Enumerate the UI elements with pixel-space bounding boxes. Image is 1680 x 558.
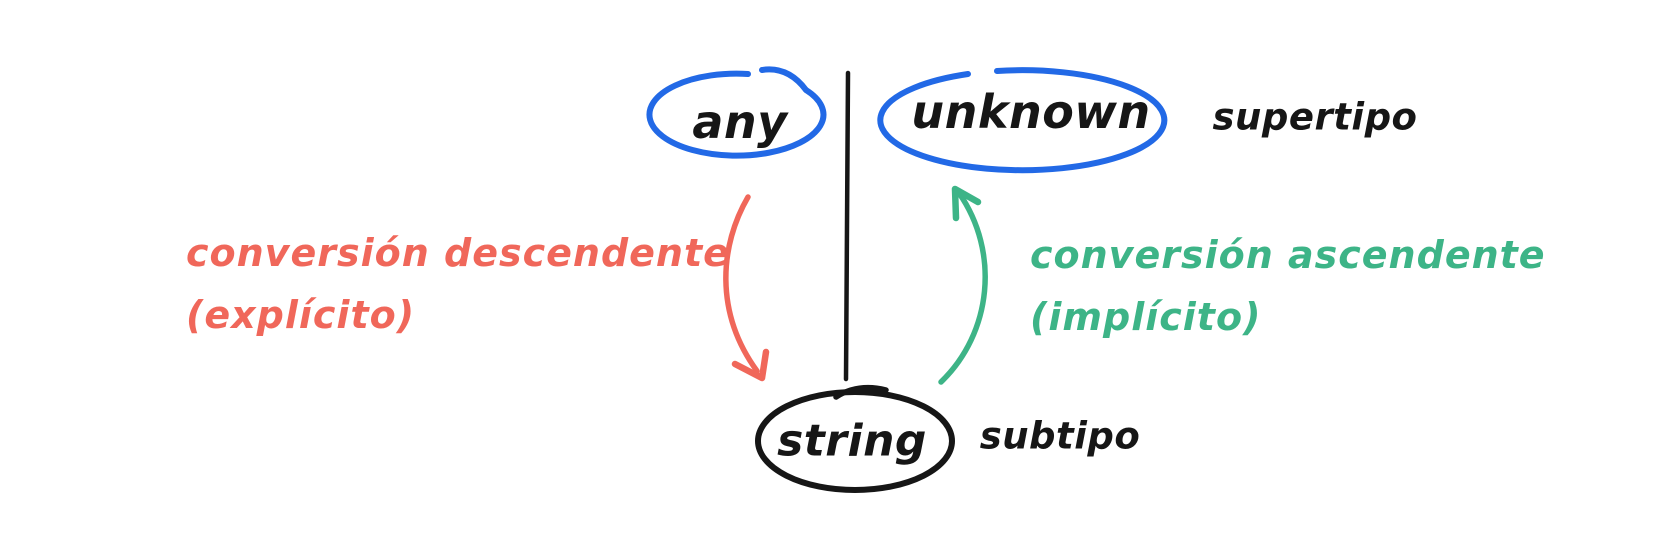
downcast-annotation-line2: (explícito) xyxy=(186,293,416,337)
node-any-label: any xyxy=(692,95,788,149)
upcast-annotation: conversión ascendente (implícito) xyxy=(1030,224,1546,348)
unknown-circle xyxy=(877,67,1168,174)
downcast-annotation-line1: conversión descendente xyxy=(186,231,730,275)
upcast-arrowhead-icon xyxy=(951,185,982,222)
any-circle xyxy=(646,70,827,159)
node-unknown-label: unknown xyxy=(911,85,1151,139)
downcast-annotation: conversión descendente (explícito) xyxy=(186,222,730,346)
any-circle-overshoot xyxy=(759,66,809,93)
upcast-arrow xyxy=(938,190,988,385)
hierarchy-divider-line xyxy=(843,70,851,382)
string-circle-overlap xyxy=(833,384,889,400)
downcast-arrow xyxy=(723,194,760,374)
downcast-arrowhead-icon xyxy=(731,348,770,382)
node-string-label: string xyxy=(777,415,927,467)
string-circle xyxy=(755,389,955,493)
subtype-role-label: subtipo xyxy=(979,414,1141,458)
upcast-annotation-line1: conversión ascendente xyxy=(1030,233,1546,277)
supertype-role-label: supertipo xyxy=(1212,95,1418,139)
upcast-annotation-line2: (implícito) xyxy=(1030,295,1262,339)
